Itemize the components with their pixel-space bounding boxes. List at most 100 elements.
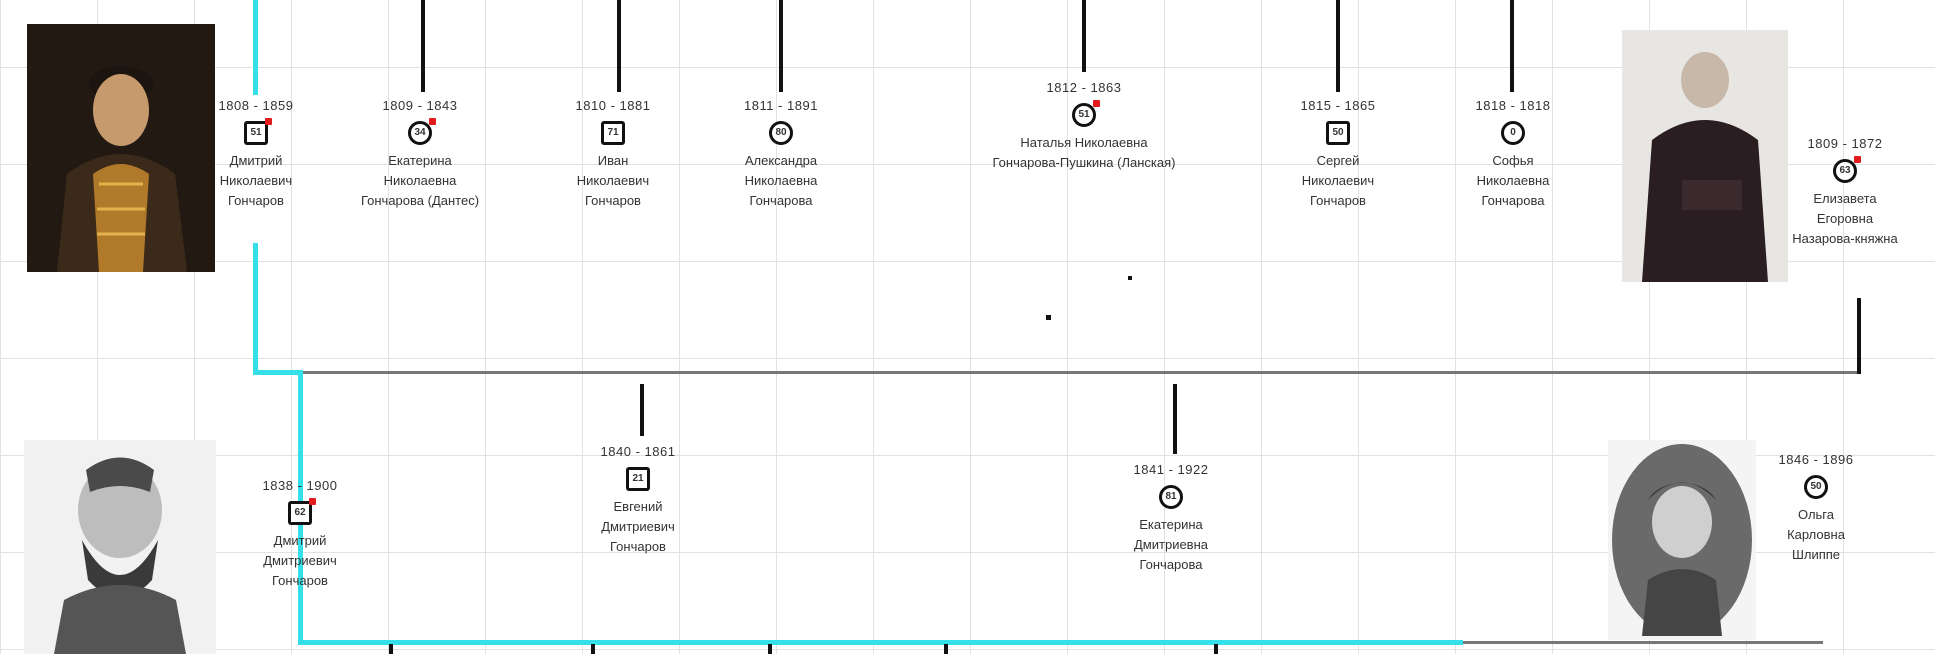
lifespan-years: 1812 - 1863 xyxy=(1046,80,1122,95)
female-symbol-icon: 51 xyxy=(1070,100,1100,129)
female-symbol-icon: 0 xyxy=(1499,119,1527,147)
spouse-drop-line xyxy=(1857,298,1861,374)
male-symbol-icon: 51 xyxy=(242,118,272,147)
age-label: 63 xyxy=(1833,159,1857,183)
age-label: 21 xyxy=(626,467,650,491)
person-name-line: Сергей xyxy=(1316,153,1360,168)
stray-dot xyxy=(1128,276,1132,280)
female-symbol-icon: 50 xyxy=(1802,473,1830,501)
bottom-connector xyxy=(1463,641,1823,644)
lifespan-years: 1810 - 1881 xyxy=(575,98,651,113)
parent-line-5 xyxy=(1336,0,1340,92)
lifespan-years: 1811 - 1891 xyxy=(744,98,818,113)
bottom-drop-3 xyxy=(768,644,772,654)
person-name-line: Николаевич xyxy=(576,173,650,188)
lifespan-years: 1841 - 1922 xyxy=(1133,462,1209,477)
female-symbol-icon: 81 xyxy=(1157,483,1185,511)
person-name-line: Гончарова xyxy=(1139,557,1203,572)
person-name-line: Николаевна xyxy=(744,173,818,188)
person-name-line: Евгений xyxy=(613,499,663,514)
person-name-line: Дмитриевич xyxy=(263,553,337,568)
age-label: 81 xyxy=(1159,485,1183,509)
bottom-drop-4 xyxy=(944,644,948,654)
age-label: 71 xyxy=(601,121,625,145)
age-label: 62 xyxy=(288,501,312,525)
person-name-line: Гончаров xyxy=(272,573,328,588)
person-name-line: Екатерина xyxy=(388,153,452,168)
person-name-line: Гончарова-Пушкина (Ланская) xyxy=(992,155,1176,170)
person-name-line: Гончаров xyxy=(610,539,666,554)
age-label: 51 xyxy=(1072,103,1096,127)
person-name-line: Дмитрий xyxy=(229,153,283,168)
bottom-drop-2 xyxy=(591,644,595,654)
age-label: 51 xyxy=(244,121,268,145)
male-symbol-icon: 71 xyxy=(599,119,627,147)
bottom-drop-1 xyxy=(389,644,393,654)
portrait-olga-karlovna xyxy=(1608,440,1756,640)
person-name-line: Николаевна xyxy=(1476,173,1550,188)
person-name-line: Александра xyxy=(744,153,818,168)
lifespan-years: 1808 - 1859 xyxy=(218,98,294,113)
lifespan-years: 1846 - 1896 xyxy=(1778,452,1854,467)
parent-line-6 xyxy=(1510,0,1514,92)
female-symbol-icon: 80 xyxy=(767,119,795,147)
lifespan-years: 1809 - 1872 xyxy=(1807,136,1883,151)
person-name-line: Софья xyxy=(1492,153,1534,168)
person-name-line: Егоровна xyxy=(1816,211,1874,226)
highlight-path-top xyxy=(253,0,258,95)
marker-dot-icon xyxy=(309,498,316,505)
parent-line-2 xyxy=(617,0,621,92)
person-name-line: Ольга xyxy=(1797,507,1834,522)
age-label: 80 xyxy=(769,121,793,145)
lifespan-years: 1840 - 1861 xyxy=(600,444,676,459)
age-label: 34 xyxy=(408,121,432,145)
person-name-line: Назарова-княжна xyxy=(1792,231,1898,246)
person-name-line: Николаевна xyxy=(383,173,457,188)
female-symbol-icon: 63 xyxy=(1831,156,1861,185)
age-label: 50 xyxy=(1804,475,1828,499)
child-line-1 xyxy=(640,384,644,436)
parent-line-1 xyxy=(421,0,425,92)
marker-dot-icon xyxy=(429,118,436,125)
highlight-path-drop xyxy=(253,243,258,374)
male-symbol-icon: 62 xyxy=(286,498,316,527)
bottom-drop-5 xyxy=(1214,644,1218,654)
lifespan-years: 1818 - 1818 xyxy=(1475,98,1551,113)
person-name-line: Иван xyxy=(597,153,629,168)
male-symbol-icon: 50 xyxy=(1324,119,1352,147)
person-name-line: Дмитриевна xyxy=(1134,537,1208,552)
highlight-path-bottom xyxy=(298,640,1463,645)
portrait-dmitry-dmitrievich xyxy=(24,440,216,654)
marker-dot-icon xyxy=(265,118,272,125)
stray-dot xyxy=(1046,315,1051,320)
person-name-line: Гончарова xyxy=(749,193,813,208)
lifespan-years: 1809 - 1843 xyxy=(382,98,458,113)
person-name-line: Гончаров xyxy=(585,193,641,208)
female-symbol-icon: 34 xyxy=(406,118,436,147)
marriage-line xyxy=(253,371,1861,374)
person-name-line: Екатерина xyxy=(1139,517,1203,532)
portrait-dmitry-nikolaevich xyxy=(27,24,215,272)
parent-line-4 xyxy=(1082,0,1086,72)
marker-dot-icon xyxy=(1854,156,1861,163)
person-name-line: Шлиппе xyxy=(1791,547,1841,562)
lifespan-years: 1838 - 1900 xyxy=(262,478,338,493)
person-name-line: Гончарова (Дантес) xyxy=(360,193,480,208)
person-name-line: Наталья Николаевна xyxy=(1020,135,1148,150)
child-line-2 xyxy=(1173,384,1177,454)
person-name-line: Карловна xyxy=(1787,527,1845,542)
person-name-line: Гончаров xyxy=(1310,193,1366,208)
person-name-line: Елизавета xyxy=(1813,191,1877,206)
